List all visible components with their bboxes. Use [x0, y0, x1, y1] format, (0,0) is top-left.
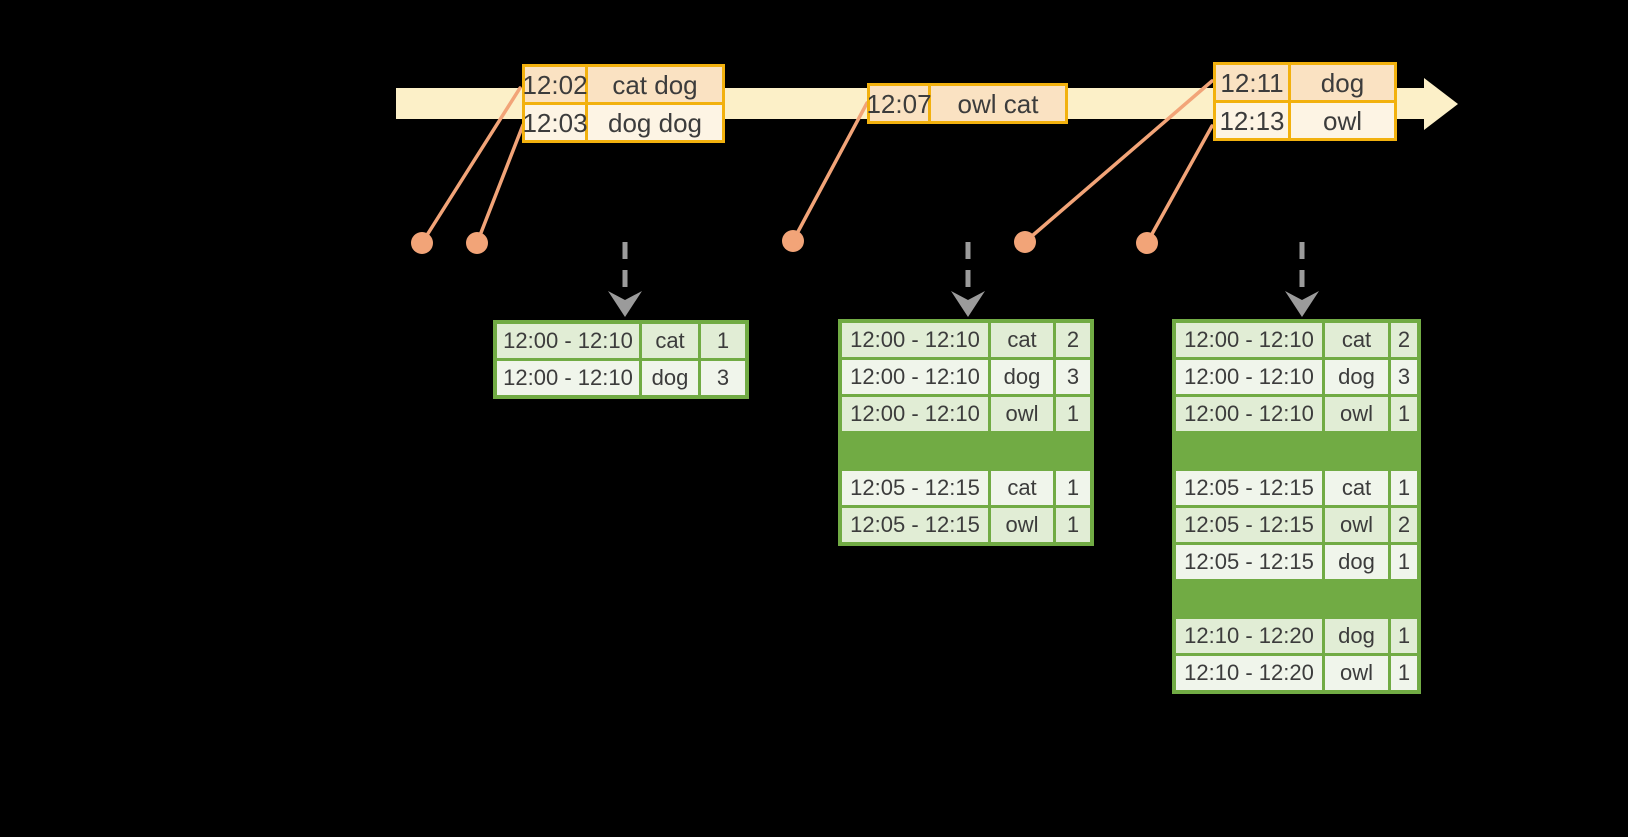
- word-cell: cat: [1325, 471, 1388, 505]
- event-time-cell: 12:11: [1216, 65, 1288, 100]
- count-cell: 1: [1056, 508, 1090, 542]
- word-cell: dog: [991, 360, 1053, 394]
- window-cell: 12:00 - 12:10: [1176, 397, 1322, 431]
- window-cell: 12:00 - 12:10: [842, 397, 988, 431]
- window-group-separator: [1176, 434, 1417, 436]
- arrowhead-icon: [1285, 291, 1319, 317]
- event-dot: [1136, 232, 1158, 254]
- event-dot: [466, 232, 488, 254]
- word-cell: dog: [642, 361, 698, 395]
- event-table-2: 12:07 owl cat: [866, 83, 1068, 124]
- count-cell: 2: [1391, 323, 1417, 357]
- window-group-separator: [842, 434, 1090, 436]
- event-dot: [782, 230, 804, 252]
- window-cell: 12:05 - 12:15: [1176, 471, 1322, 505]
- event-time-dots: [411, 230, 1158, 254]
- word-cell: owl: [1325, 508, 1388, 542]
- result-table-1: 12:00 - 12:10 cat 1 12:00 - 12:10 dog 3: [493, 320, 749, 399]
- count-cell: 1: [1391, 471, 1417, 505]
- window-cell: 12:05 - 12:15: [1176, 508, 1322, 542]
- connector-line: [1023, 79, 1214, 244]
- event-leader-lines: [420, 79, 1214, 245]
- result-table-2: 12:00 - 12:10 cat 2 12:00 - 12:10 dog 3 …: [838, 319, 1094, 546]
- event-time-cell: 12:02: [522, 67, 588, 102]
- count-cell: 2: [1391, 508, 1417, 542]
- window-cell: 12:00 - 12:10: [842, 323, 988, 357]
- word-cell: owl: [991, 508, 1053, 542]
- word-cell: cat: [991, 323, 1053, 357]
- word-cell: dog: [1325, 545, 1388, 579]
- word-cell: cat: [991, 471, 1053, 505]
- word-cell: owl: [991, 397, 1053, 431]
- window-cell: 12:10 - 12:20: [1176, 656, 1322, 690]
- event-dot: [411, 232, 433, 254]
- word-cell: cat: [642, 324, 698, 358]
- window-cell: 12:05 - 12:15: [842, 508, 988, 542]
- event-time-cell: 12:03: [522, 105, 588, 140]
- count-cell: 1: [701, 324, 745, 358]
- connector-line: [420, 86, 522, 245]
- window-cell: 12:05 - 12:15: [842, 471, 988, 505]
- word-cell: dog: [1325, 360, 1388, 394]
- arrowhead-icon: [951, 291, 985, 317]
- word-cell: dog: [1325, 619, 1388, 653]
- window-cell: 12:00 - 12:10: [1176, 360, 1322, 394]
- count-cell: 3: [1056, 360, 1090, 394]
- count-cell: 2: [1056, 323, 1090, 357]
- result-table-3: 12:00 - 12:10 cat 2 12:00 - 12:10 dog 3 …: [1172, 319, 1421, 694]
- event-time-cell: 12:07: [866, 86, 932, 121]
- count-cell: 1: [1391, 397, 1417, 431]
- count-cell: 1: [1391, 656, 1417, 690]
- connector-line: [1145, 124, 1214, 245]
- event-words-cell: cat dog: [588, 67, 722, 102]
- connector-line: [475, 123, 525, 245]
- count-cell: 1: [1056, 397, 1090, 431]
- event-words-cell: owl cat: [931, 86, 1065, 121]
- count-cell: 3: [701, 361, 745, 395]
- word-cell: owl: [1325, 397, 1388, 431]
- window-cell: 12:00 - 12:10: [497, 361, 639, 395]
- count-cell: 1: [1391, 545, 1417, 579]
- window-cell: 12:00 - 12:10: [497, 324, 639, 358]
- window-group-separator: [1176, 582, 1417, 584]
- event-words-cell: dog: [1291, 65, 1394, 100]
- count-cell: 1: [1391, 619, 1417, 653]
- count-cell: 3: [1391, 360, 1417, 394]
- event-words-cell: owl: [1291, 103, 1394, 138]
- event-dot: [1014, 231, 1036, 253]
- count-cell: 1: [1056, 471, 1090, 505]
- event-table-1: 12:02 cat dog 12:03 dog dog: [522, 64, 725, 143]
- word-cell: owl: [1325, 656, 1388, 690]
- window-cell: 12:00 - 12:10: [1176, 323, 1322, 357]
- trigger-arrows: [622, 242, 1305, 297]
- window-cell: 12:00 - 12:10: [842, 360, 988, 394]
- word-cell: cat: [1325, 323, 1388, 357]
- connector-line: [791, 101, 869, 243]
- event-time-cell: 12:13: [1216, 103, 1288, 138]
- window-cell: 12:10 - 12:20: [1176, 619, 1322, 653]
- arrowhead-icon: [608, 291, 642, 317]
- event-table-3: 12:11 dog 12:13 owl: [1213, 62, 1397, 141]
- window-cell: 12:05 - 12:15: [1176, 545, 1322, 579]
- event-words-cell: dog dog: [588, 105, 722, 140]
- timeline-arrowhead-icon: [1424, 78, 1458, 130]
- trigger-arrowheads: [608, 291, 1319, 317]
